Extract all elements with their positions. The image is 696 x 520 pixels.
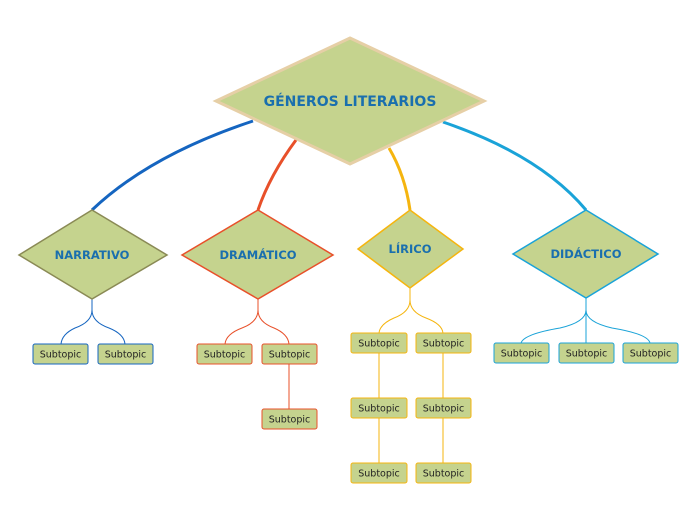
- subtopic-label: Subtopic: [358, 469, 400, 480]
- subtopic[interactable]: Subtopic: [350, 462, 408, 484]
- topic-dramatico-title: DRAMÁTICO: [219, 247, 296, 262]
- connector-narrativo: [90, 119, 254, 212]
- lirico-subtopic-connectors: [378, 288, 444, 463]
- topic-lirico-title: LÍRICO: [389, 241, 432, 256]
- connector-didactico: [442, 120, 588, 211]
- subtopic[interactable]: Subtopic: [493, 342, 550, 364]
- subtopic-label: Subtopic: [423, 404, 465, 415]
- root-topic-title: GÉNEROS LITERARIOS: [264, 93, 437, 110]
- subtopic-label: Subtopic: [630, 349, 672, 360]
- subtopic-label: Subtopic: [358, 404, 400, 415]
- subtopic-label: Subtopic: [105, 350, 147, 361]
- subtopic[interactable]: Subtopic: [558, 342, 615, 364]
- subtopic-label: Subtopic: [423, 339, 465, 350]
- subtopic[interactable]: Subtopic: [196, 343, 253, 365]
- subtopic-label: Subtopic: [423, 469, 465, 480]
- topic-lirico[interactable]: LÍRICO: [356, 209, 465, 289]
- subtopic[interactable]: Subtopic: [32, 343, 89, 365]
- subtopic-label: Subtopic: [40, 350, 82, 361]
- subtopic[interactable]: Subtopic: [261, 343, 318, 365]
- subtopic-label: Subtopic: [269, 415, 311, 426]
- subtopic-label: Subtopic: [501, 349, 543, 360]
- subtopic-label: Subtopic: [358, 339, 400, 350]
- subtopic-label: Subtopic: [204, 350, 246, 361]
- connector-dramatico: [256, 139, 298, 211]
- topic-narrativo[interactable]: NARRATIVO: [17, 209, 169, 300]
- subtopic[interactable]: Subtopic: [97, 343, 154, 365]
- root-topic[interactable]: GÉNEROS LITERARIOS: [212, 36, 488, 166]
- didactico-subtopic-connectors: [520, 298, 651, 344]
- subtopic[interactable]: Subtopic: [415, 462, 472, 484]
- subtopic-label: Subtopic: [269, 350, 311, 361]
- subtopic[interactable]: Subtopic: [622, 342, 679, 364]
- topic-didactico[interactable]: DIDÁCTICO: [511, 209, 660, 299]
- subtopic[interactable]: Subtopic: [261, 408, 318, 430]
- subtopic[interactable]: Subtopic: [415, 332, 472, 354]
- dramatico-subtopic-connectors: [224, 299, 290, 409]
- subtopic[interactable]: Subtopic: [350, 332, 408, 354]
- topic-dramatico[interactable]: DRAMÁTICO: [180, 209, 335, 300]
- subtopic[interactable]: Subtopic: [350, 397, 408, 419]
- topic-didactico-title: DIDÁCTICO: [550, 246, 621, 261]
- topic-narrativo-title: NARRATIVO: [55, 248, 130, 262]
- narrativo-subtopic-connectors: [60, 299, 126, 345]
- subtopic[interactable]: Subtopic: [415, 397, 472, 419]
- subtopic-label: Subtopic: [566, 349, 608, 360]
- connector-lirico: [387, 147, 412, 211]
